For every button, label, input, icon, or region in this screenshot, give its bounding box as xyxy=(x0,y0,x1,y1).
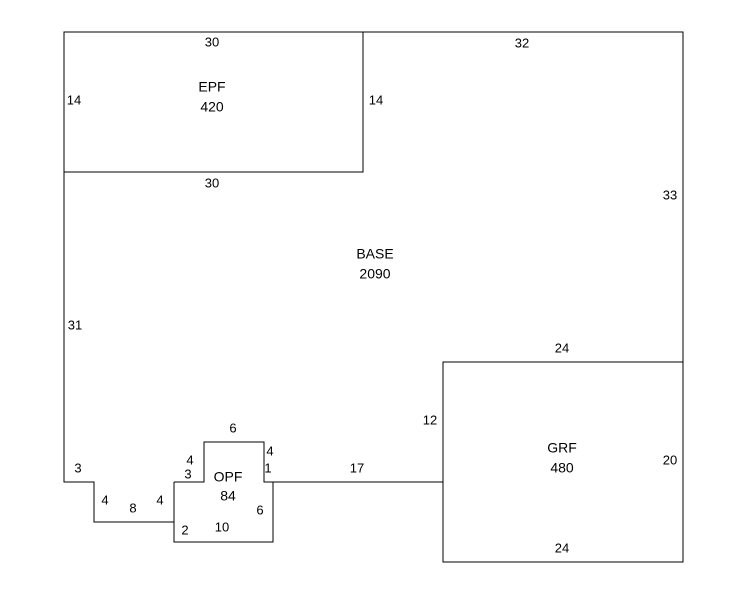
opf-size-label: 84 xyxy=(220,488,236,504)
dim-base-right: 33 xyxy=(663,187,677,202)
opf-code-label: OPF xyxy=(214,469,243,485)
dim-epf-left: 14 xyxy=(67,92,81,107)
dim-epf-bottom: 30 xyxy=(205,175,219,190)
epf-size-label: 420 xyxy=(200,99,224,115)
dim-step-down-left: 4 xyxy=(101,492,108,507)
dim-opf-right: 6 xyxy=(256,502,263,517)
dim-grf-top: 24 xyxy=(555,340,569,355)
dim-epf-right: 14 xyxy=(369,92,383,107)
dim-base-bottom-mid: 17 xyxy=(350,460,364,475)
grf-size-label: 480 xyxy=(550,460,574,476)
dim-epf-top: 30 xyxy=(205,34,219,49)
base-code-label: BASE xyxy=(356,246,393,262)
epf-code-label: EPF xyxy=(198,79,225,95)
dim-base-top: 32 xyxy=(515,35,529,50)
dim-opf-bottom: 10 xyxy=(215,519,229,534)
base-outline xyxy=(273,31,684,483)
dim-opf-left-upper: 4 xyxy=(186,452,193,467)
dim-opf-left-lower: 3 xyxy=(184,466,191,481)
dim-grf-right: 20 xyxy=(663,452,677,467)
base-left-outline xyxy=(63,172,174,523)
dim-opf-top: 6 xyxy=(229,420,236,435)
dim-base-left: 31 xyxy=(68,317,82,332)
dim-grf-left: 12 xyxy=(423,412,437,427)
epf-outline xyxy=(63,31,364,173)
dim-opf-right-upper: 4 xyxy=(266,443,273,458)
dim-opf-bottom-left: 2 xyxy=(181,522,188,537)
dim-grf-bottom: 24 xyxy=(555,540,569,555)
grf-outline xyxy=(442,361,684,563)
base-size-label: 2090 xyxy=(359,266,390,282)
opf-outline xyxy=(173,441,274,543)
dim-step-down-right: 4 xyxy=(156,492,163,507)
dim-step-bottom: 8 xyxy=(129,500,136,515)
dim-base-step-left: 3 xyxy=(74,460,81,475)
dim-opf-right-lower: 1 xyxy=(264,460,271,475)
grf-code-label: GRF xyxy=(547,440,577,456)
